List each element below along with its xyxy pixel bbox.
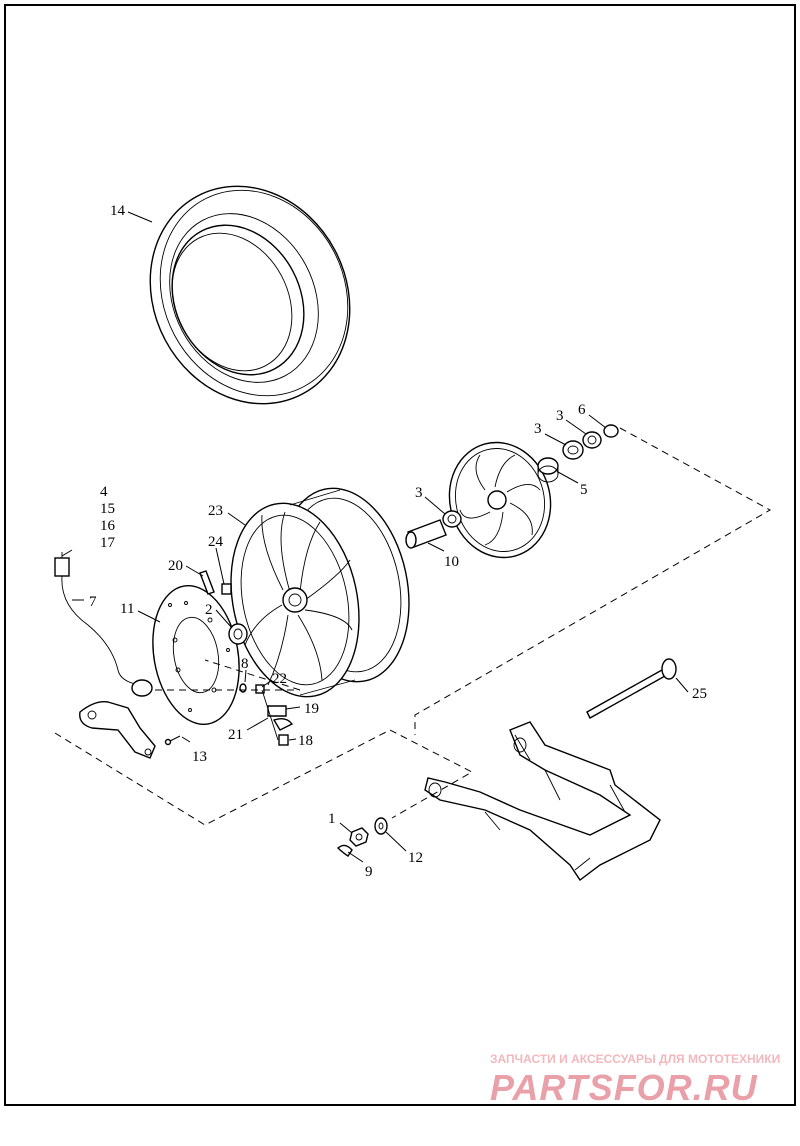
callout-9: 9: [365, 864, 373, 880]
callout-18: 18: [298, 733, 313, 749]
diagram-frame: [4, 4, 796, 1106]
callout-11: 11: [120, 601, 134, 617]
watermark-logo: PARTSFOR.RU: [490, 1067, 758, 1108]
callout-12: 12: [408, 850, 423, 866]
callout-3-upper-b: 3: [556, 408, 564, 424]
retaining-ring-6: [603, 424, 619, 438]
callout-labels: 14 23 24 20 2 11 7 4 15 16 17 8 22 19 21…: [89, 203, 707, 880]
callout-22: 22: [272, 671, 287, 687]
callout-17: 17: [100, 535, 116, 551]
callout-15: 15: [100, 501, 115, 517]
bearing-3-lower: [442, 510, 462, 528]
watermark: ЗАПЧАСТИ И АКСЕССУАРЫ ДЛЯ МОТОТЕХНИКИ PA…: [490, 1052, 780, 1108]
callout-7: 7: [89, 594, 97, 610]
callout-3-lower: 3: [415, 485, 423, 501]
screw-13: [164, 735, 181, 746]
callout-21: 21: [228, 727, 243, 743]
rear-axle: [586, 658, 677, 719]
tire: [149, 185, 351, 405]
leader-lines: [61, 211, 689, 863]
callout-19: 19: [304, 701, 319, 717]
axle-centerline-upper: [204, 427, 772, 735]
callout-10: 10: [444, 554, 459, 570]
callout-24: 24: [208, 534, 224, 550]
callout-23: 23: [208, 503, 223, 519]
cotter-pin-9: [336, 844, 353, 857]
callout-14: 14: [110, 203, 126, 219]
swingarm: [424, 721, 661, 882]
spacer-5: [537, 457, 559, 483]
valve-fitting-24: [221, 583, 232, 595]
dowel-pin-20: [199, 570, 215, 595]
axle-centerline-lower: [54, 729, 474, 826]
callout-4: 4: [100, 484, 108, 500]
callout-8: 8: [241, 656, 249, 672]
washer-12: [374, 817, 388, 835]
bearing-3-upper-b: [582, 431, 602, 449]
callout-3-upper-a: 3: [534, 421, 542, 437]
callout-13: 13: [192, 749, 207, 765]
callout-20: 20: [168, 558, 183, 574]
rear-sprocket: [448, 441, 552, 559]
callout-1: 1: [328, 811, 336, 827]
watermark-tagline: ЗАПЧАСТИ И АКСЕССУАРЫ ДЛЯ МОТОТЕХНИКИ: [490, 1052, 780, 1066]
callout-6: 6: [578, 402, 586, 418]
callout-16: 16: [100, 518, 116, 534]
callout-2: 2: [205, 602, 213, 618]
caliper-bracket: [79, 701, 156, 759]
rear-wheel: [230, 487, 410, 698]
o-ring-8: [239, 683, 247, 693]
callout-25: 25: [692, 686, 707, 702]
valve-stem-assembly: [255, 684, 294, 746]
wheel-bearing-2: [228, 623, 248, 645]
bearing-3-upper-a: [562, 440, 584, 460]
axle-spacer-10: [405, 519, 447, 549]
callout-5: 5: [580, 482, 588, 498]
axle-nut-1: [349, 827, 369, 847]
wheel-speed-sensor: [54, 552, 153, 697]
